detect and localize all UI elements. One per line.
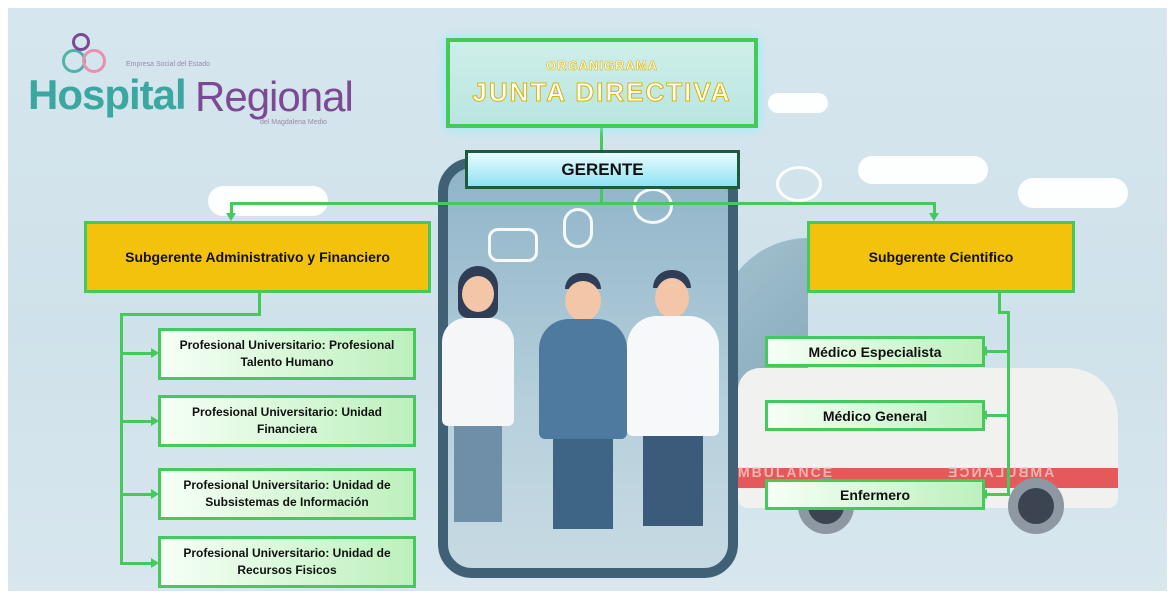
- chat-bubble-icon: [488, 228, 538, 262]
- org-chart-label: ORGANIGRAMA: [545, 58, 659, 74]
- enfermero-box: Enfermero: [765, 479, 985, 510]
- connector-horizontal: [230, 202, 936, 205]
- alert-bubble-icon: [776, 166, 822, 202]
- arrow-right-icon: [151, 489, 159, 499]
- doctor-female-illustration: [438, 266, 518, 528]
- connector-cientifico-horizontal: [998, 311, 1010, 314]
- arrow-down-icon: [226, 213, 236, 221]
- subgerente-administrativo-box: Subgerente Administrativo y Financiero: [84, 221, 431, 293]
- connector-admin-horizontal: [120, 313, 261, 316]
- logo-tagline: Empresa Social del Estado: [126, 61, 211, 68]
- connector-junta-gerente: [600, 120, 603, 150]
- logo-name-hospital: Hospital: [28, 71, 187, 118]
- arrow-right-icon: [151, 416, 159, 426]
- medico-general-box: Médico General: [765, 400, 985, 431]
- connector-gerente-down: [600, 181, 603, 203]
- chat-bubble-icon: [633, 188, 673, 224]
- connector-cientifico-vertical: [1007, 311, 1010, 496]
- connector-left-down: [230, 202, 233, 216]
- junta-directiva-box: ORGANIGRAMA JUNTA DIRECTIVA: [446, 38, 758, 128]
- junta-directiva-title: JUNTA DIRECTIVA: [472, 77, 732, 108]
- arrow-right-icon: [151, 348, 159, 358]
- wheel-icon: [1008, 478, 1064, 534]
- profesional-unidad-financiera-box: Profesional Universitario: Unidad Financ…: [158, 395, 416, 447]
- doctor-male-scrubs-illustration: [533, 273, 633, 533]
- arrow-right-icon: [151, 558, 159, 568]
- arrow-down-icon: [929, 213, 939, 221]
- connector-cientifico-down: [998, 291, 1001, 313]
- cloud: [858, 156, 988, 184]
- phone-icon: [563, 208, 593, 248]
- cloud: [208, 186, 328, 216]
- profesional-subsistemas-informacion-box: Profesional Universitario: Unidad de Sub…: [158, 468, 416, 520]
- gerente-box: GERENTE: [465, 150, 740, 189]
- logo-icon: [56, 33, 116, 81]
- ambulance-text-left: MBULANCE: [738, 464, 835, 480]
- connector-admin-vertical: [120, 313, 123, 565]
- connector-admin-down: [258, 291, 261, 315]
- cloud: [768, 93, 828, 113]
- connector-right-down: [933, 202, 936, 216]
- cloud: [1018, 178, 1128, 208]
- doctor-male-coat-illustration: [623, 270, 723, 530]
- hospital-logo: Empresa Social del Estado Hospital Regio…: [28, 33, 354, 133]
- profesional-recursos-fisicos-box: Profesional Universitario: Unidad de Rec…: [158, 536, 416, 588]
- subgerente-cientifico-box: Subgerente Cientifico: [807, 221, 1075, 293]
- medico-especialista-box: Médico Especialista: [765, 336, 985, 367]
- org-chart-canvas: MBULANCE AMBULANCE Empresa Social del Es…: [8, 8, 1167, 591]
- logo-subline: del Magdalena Medio: [260, 119, 327, 126]
- profesional-talento-humano-box: Profesional Universitario: Profesional T…: [158, 328, 416, 380]
- logo-name-regional: Regional: [195, 73, 354, 120]
